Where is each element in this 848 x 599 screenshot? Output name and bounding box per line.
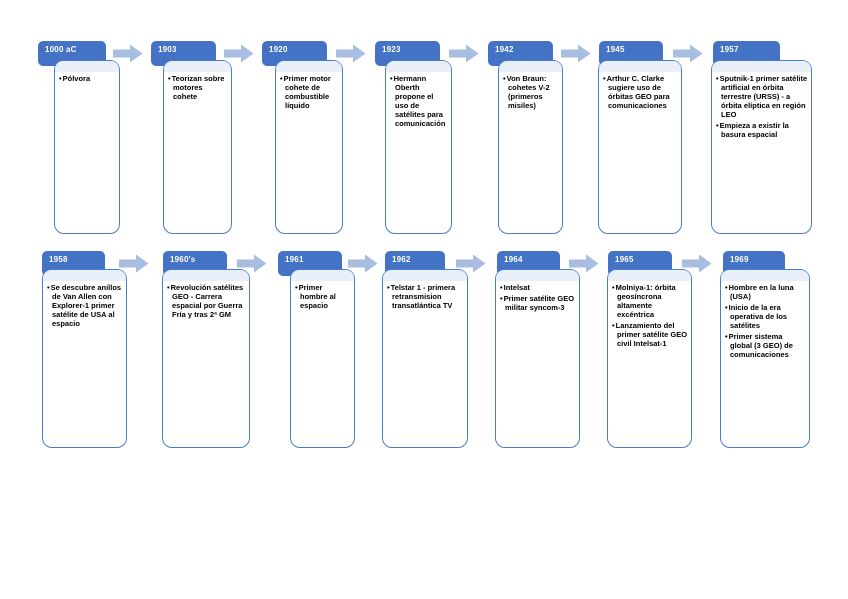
right-arrow-icon xyxy=(673,44,703,63)
right-arrow-icon xyxy=(237,254,267,273)
bullet-item: Von Braun: cohetes V-2 (primeros misiles… xyxy=(503,74,559,110)
right-arrow-icon xyxy=(456,254,486,273)
bullet-item: Primer sistema global (3 GEO) de comunic… xyxy=(725,332,806,359)
bullet-item: Lanzamiento del primer satélite GEO civi… xyxy=(612,321,688,348)
box-tint-strip xyxy=(599,61,681,72)
timeline-entry-box: Hermann Oberth propone el uso de satélit… xyxy=(385,60,452,234)
timeline-entry-box: Teorizan sobre motores cohete xyxy=(163,60,232,234)
bullet-item: Primer satélite GEO militar syncom-3 xyxy=(500,294,576,312)
timeline-entry-box: Pólvora xyxy=(54,60,120,234)
right-arrow-icon xyxy=(113,44,143,63)
bullet-item: Sputnik-1 primer satélite artificial en … xyxy=(716,74,808,119)
timeline-entry-box: Arthur C. Clarke sugiere uso de órbitas … xyxy=(598,60,682,234)
right-arrow-icon xyxy=(119,254,149,273)
bullet-item: Empieza a existir la basura espacial xyxy=(716,121,808,139)
bullet-item: Inicio de la era operativa de los satéli… xyxy=(725,303,806,330)
bullet-list: Teorizan sobre motores cohete xyxy=(164,61,231,106)
bullet-list: Von Braun: cohetes V-2 (primeros misiles… xyxy=(499,61,562,115)
timeline-entry-box: Primer motor cohete de combustible líqui… xyxy=(275,60,343,234)
right-arrow-icon xyxy=(348,254,378,273)
bullet-list: Intelsat Primer satélite GEO militar syn… xyxy=(496,270,579,317)
bullet-item: Hombre en la luna (USA) xyxy=(725,283,806,301)
bullet-list: Sputnik-1 primer satélite artificial en … xyxy=(712,61,811,144)
bullet-item: Se descubre anillos de Van Allen con Exp… xyxy=(47,283,123,328)
box-tint-strip xyxy=(496,270,579,281)
box-tint-strip xyxy=(55,61,119,72)
bullet-item: Pólvora xyxy=(59,74,116,83)
bullet-item: Hermann Oberth propone el uso de satélit… xyxy=(390,74,448,128)
bullet-list: Arthur C. Clarke sugiere uso de órbitas … xyxy=(599,61,681,115)
box-tint-strip xyxy=(386,61,451,72)
timeline-entry-box: Telstar 1 - primera retransmision transa… xyxy=(382,269,468,448)
timeline-entry-box: Intelsat Primer satélite GEO militar syn… xyxy=(495,269,580,448)
bullet-item: Revolución satélites GEO - Carrera espac… xyxy=(167,283,246,319)
bullet-list: Molniya-1: órbita geosíncrona altamente … xyxy=(608,270,691,353)
bullet-list: Primer motor cohete de combustible líqui… xyxy=(276,61,342,115)
timeline-entry-box: Revolución satélites GEO - Carrera espac… xyxy=(162,269,250,448)
bullet-item: Telstar 1 - primera retransmision transa… xyxy=(387,283,464,310)
bullet-item: Molniya-1: órbita geosíncrona altamente … xyxy=(612,283,688,319)
box-tint-strip xyxy=(712,61,811,72)
bullet-list: Revolución satélites GEO - Carrera espac… xyxy=(163,270,249,324)
right-arrow-icon xyxy=(224,44,254,63)
bullet-list: Primer hombre al espacio xyxy=(291,270,354,315)
box-tint-strip xyxy=(608,270,691,281)
bullet-item: Intelsat xyxy=(500,283,576,292)
timeline-entry-box: Se descubre anillos de Van Allen con Exp… xyxy=(42,269,127,448)
right-arrow-icon xyxy=(561,44,591,63)
box-tint-strip xyxy=(163,270,249,281)
bullet-item: Arthur C. Clarke sugiere uso de órbitas … xyxy=(603,74,678,110)
box-tint-strip xyxy=(291,270,354,281)
bullet-list: Hermann Oberth propone el uso de satélit… xyxy=(386,61,451,133)
bullet-list: Pólvora xyxy=(55,61,119,88)
box-tint-strip xyxy=(499,61,562,72)
right-arrow-icon xyxy=(569,254,599,273)
timeline-entry-box: Sputnik-1 primer satélite artificial en … xyxy=(711,60,812,234)
bullet-item: Primer motor cohete de combustible líqui… xyxy=(280,74,339,110)
right-arrow-icon xyxy=(682,254,712,273)
box-tint-strip xyxy=(164,61,231,72)
box-tint-strip xyxy=(276,61,342,72)
box-tint-strip xyxy=(43,270,126,281)
box-tint-strip xyxy=(721,270,809,281)
bullet-item: Primer hombre al espacio xyxy=(295,283,351,310)
timeline-entry-box: Molniya-1: órbita geosíncrona altamente … xyxy=(607,269,692,448)
right-arrow-icon xyxy=(449,44,479,63)
box-tint-strip xyxy=(383,270,467,281)
bullet-list: Se descubre anillos de Van Allen con Exp… xyxy=(43,270,126,333)
bullet-list: Telstar 1 - primera retransmision transa… xyxy=(383,270,467,315)
bullet-list: Hombre en la luna (USA) Inicio de la era… xyxy=(721,270,809,364)
right-arrow-icon xyxy=(336,44,366,63)
bullet-item: Teorizan sobre motores cohete xyxy=(168,74,228,101)
timeline-entry-box: Primer hombre al espacio xyxy=(290,269,355,448)
timeline-entry-box: Hombre en la luna (USA) Inicio de la era… xyxy=(720,269,810,448)
timeline-entry-box: Von Braun: cohetes V-2 (primeros misiles… xyxy=(498,60,563,234)
